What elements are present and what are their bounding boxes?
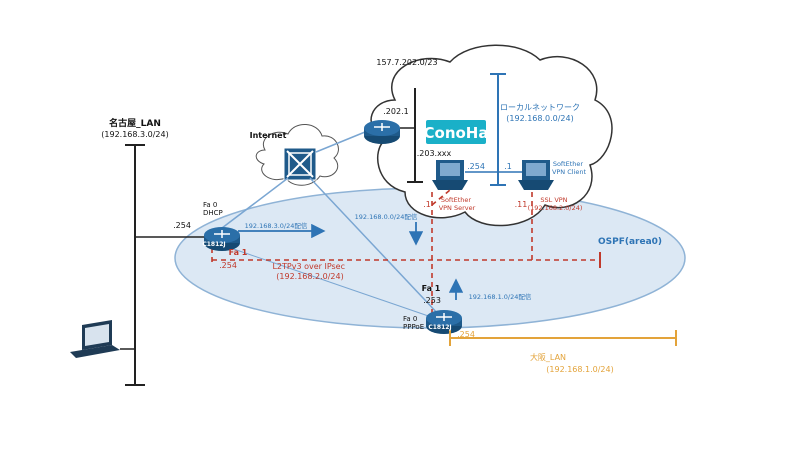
ospf-label: OSPF(area0) <box>598 237 662 247</box>
host-1-label: .1 <box>504 162 512 171</box>
route-1-0-label: 192.168.1.0/24配信 <box>469 292 532 301</box>
r1-model-label: C1812J <box>202 241 225 248</box>
r1-254-label: .254 <box>173 221 191 230</box>
vpn-dot11-label: .11 <box>515 200 528 209</box>
sevpn-client-label: SoftEther VPN Client <box>552 160 587 176</box>
osaka-net-label: (192.168.1.0/24) <box>546 365 613 374</box>
conoha-logo: ConoHa <box>424 120 489 144</box>
cloud-net-label: 157.7.202.0/23 <box>376 58 437 67</box>
r1-fa1-label: Fa 1 <box>229 248 248 257</box>
host-254-label: .254 <box>467 162 485 171</box>
l2tp-label: L2TPv3 over IPsec (192.168.2.0/24) <box>272 262 347 281</box>
cloud-router-icon <box>364 120 400 144</box>
vpn-dot1-label: .1 <box>423 200 431 209</box>
r2-fa1-label: Fa 1 <box>422 284 441 293</box>
vpn-server-icon <box>432 160 468 190</box>
route-3-0-label: 192.168.3.0/24配信 <box>245 221 308 230</box>
r2-model-label: C1812J <box>428 324 451 331</box>
ssl-vpn-label: SSL VPN (192.168.2.0/24) <box>528 196 583 212</box>
local-net-title: ローカルネットワーク <box>500 103 580 112</box>
cloud-host-label: .203.xxx <box>417 149 452 158</box>
r1-fa1-254-label: .254 <box>219 261 237 270</box>
nagoya-net-label: (192.168.3.0/24) <box>101 130 168 139</box>
vpn-dashed-links <box>211 189 600 318</box>
r1-fa0-label: Fa 0 DHCP <box>203 201 223 217</box>
laptop-icon <box>70 320 135 358</box>
r2-254-label: .254 <box>457 330 475 339</box>
router-c1812j-osaka-icon <box>426 310 462 334</box>
r2-253-label: .253 <box>423 296 441 305</box>
osaka-lan-label: 大阪_LAN <box>530 352 566 362</box>
r2-fa0-label: Fa 0 PPPoE <box>403 315 424 331</box>
vpn-client-icon <box>518 160 554 190</box>
svg-text:ConoHa: ConoHa <box>424 124 489 142</box>
internet-label: Internet <box>250 131 287 140</box>
nagoya-lan-label: 名古屋_LAN <box>109 117 161 129</box>
sevpn-server-label: SoftEther VPN Server <box>439 196 476 212</box>
internet-switch-icon <box>283 147 317 181</box>
cloud-gw-label: .202.1 <box>383 107 408 116</box>
conoha-cloud <box>370 44 613 227</box>
route-0-0-label: 192.168.0.0/24配信 <box>355 212 418 221</box>
router-c1812j-nagoya-icon <box>204 227 240 251</box>
local-net-label: (192.168.0.0/24) <box>506 114 573 123</box>
